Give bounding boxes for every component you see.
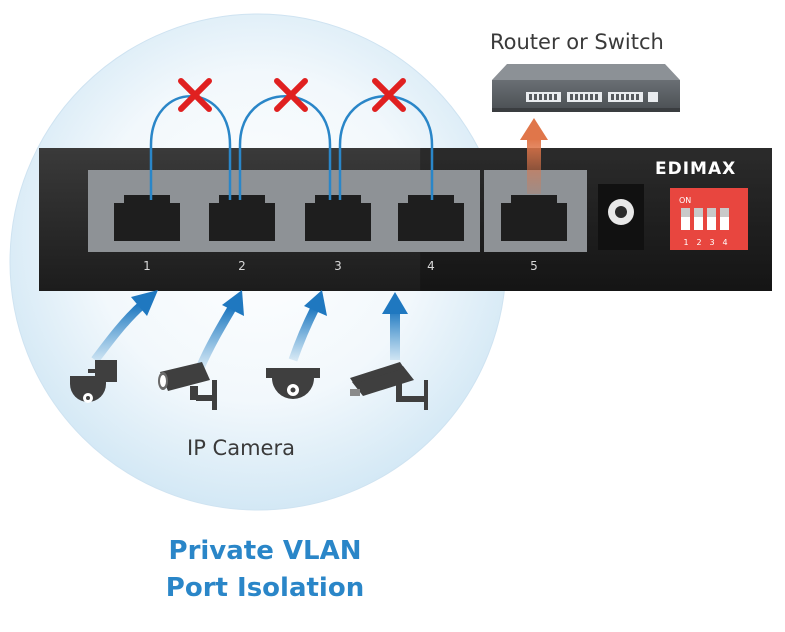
rj45-port-3	[305, 195, 371, 241]
dip-number-1: 1	[683, 238, 689, 247]
dome-camera-icon	[266, 368, 320, 399]
dip-switch	[670, 188, 748, 250]
port-number-4: 4	[427, 259, 435, 273]
port-number-3: 3	[334, 259, 342, 273]
rj45-port-1	[114, 195, 180, 241]
ip-camera-label: IP Camera	[187, 436, 295, 460]
rj45-port-5	[501, 195, 567, 241]
edimax-switch	[39, 148, 772, 291]
port-number-2: 2	[238, 259, 246, 273]
title-line-1: Private VLAN	[168, 536, 362, 566]
dip-number-4: 4	[722, 238, 728, 247]
box-camera-icon	[350, 362, 428, 410]
port-number-5: 5	[530, 259, 538, 273]
brand-logo: EDIMAX	[655, 159, 737, 179]
dip-on-label: ON	[679, 196, 692, 205]
port-number-1: 1	[143, 259, 151, 273]
rj45-port-4	[398, 195, 464, 241]
dip-number-2: 2	[696, 238, 702, 247]
uplink-arrow	[520, 118, 548, 194]
blocked-x-icon	[178, 78, 406, 112]
rj45-port-2	[209, 195, 275, 241]
power-jack	[598, 184, 644, 250]
ptz-camera-icon	[70, 360, 117, 403]
bullet-camera-icon	[158, 362, 217, 410]
camera-link-arrows	[91, 290, 408, 370]
title-line-2: Port Isolation	[165, 573, 365, 603]
router-switch-label: Router or Switch	[490, 30, 664, 54]
router-switch-icon	[492, 64, 680, 112]
dip-number-3: 3	[709, 238, 715, 247]
